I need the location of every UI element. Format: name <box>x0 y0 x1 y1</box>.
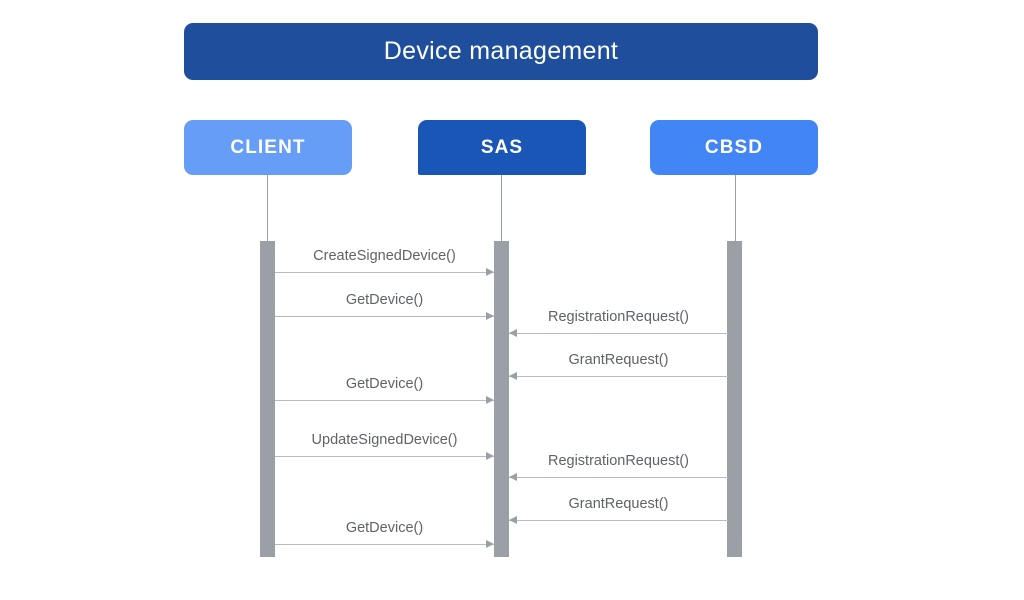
arrowhead-icon <box>509 372 517 380</box>
actor-box-cbsd: CBSD <box>650 120 818 175</box>
arrowhead-icon <box>486 312 494 320</box>
activation-bar-sas <box>494 241 509 557</box>
message-line <box>275 400 494 401</box>
arrowhead-icon <box>509 473 517 481</box>
activation-bar-cbsd <box>727 241 742 557</box>
actor-box-client: CLIENT <box>184 120 352 175</box>
message-label: GetDevice() <box>345 292 424 308</box>
arrowhead-icon <box>486 540 494 548</box>
message-label: GetDevice() <box>345 376 424 392</box>
lifeline-client <box>267 175 268 241</box>
lifeline-cbsd <box>735 175 736 241</box>
message-label: GrantRequest() <box>568 496 669 512</box>
message-label: GrantRequest() <box>568 352 669 368</box>
activation-bar-client <box>260 241 275 557</box>
message-line <box>275 544 494 545</box>
message-label: CreateSignedDevice() <box>313 248 456 264</box>
actor-box-sas: SAS <box>418 120 586 175</box>
message-label: RegistrationRequest() <box>547 309 690 325</box>
arrowhead-icon <box>509 329 517 337</box>
message-line <box>509 477 728 478</box>
message-label: GetDevice() <box>345 520 424 536</box>
message-line <box>509 376 728 377</box>
message-label: RegistrationRequest() <box>547 453 690 469</box>
message-line <box>275 456 494 457</box>
lifeline-sas <box>501 175 502 241</box>
message-line <box>275 316 494 317</box>
arrowhead-icon <box>486 396 494 404</box>
message-label: UpdateSignedDevice() <box>311 432 458 448</box>
message-line <box>509 333 728 334</box>
arrowhead-icon <box>486 452 494 460</box>
diagram-title: Device management <box>184 23 818 80</box>
message-line <box>509 520 728 521</box>
message-line <box>275 272 494 273</box>
arrowhead-icon <box>486 268 494 276</box>
arrowhead-icon <box>509 516 517 524</box>
